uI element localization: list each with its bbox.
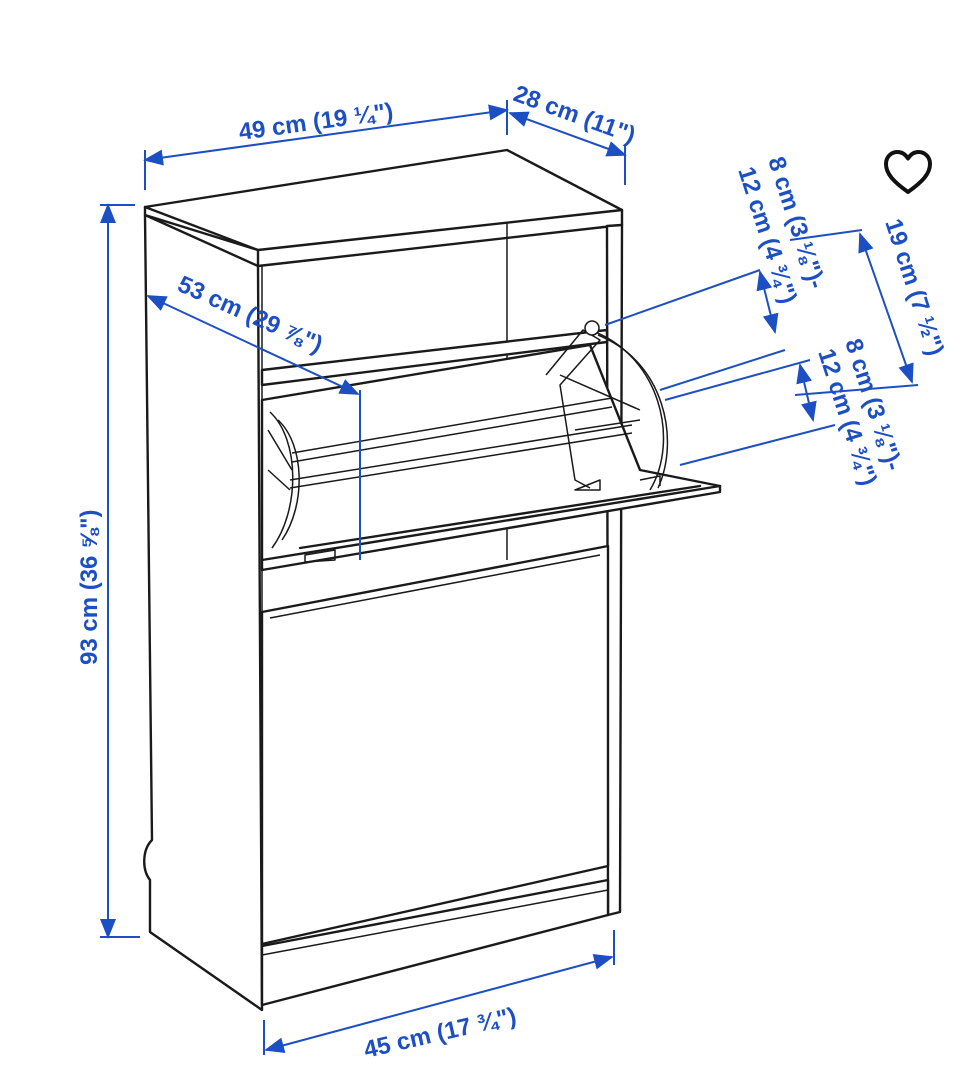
width-top-label: 49 cm (19 ¼") bbox=[237, 98, 395, 146]
width-bottom-label: 45 cm (17 ¾") bbox=[361, 1003, 519, 1064]
compartment-height-label: 19 cm (7 ½") bbox=[879, 216, 949, 360]
depth-top-label: 28 cm (11") bbox=[510, 80, 639, 149]
height-total-label: 93 cm (36 ⅝") bbox=[76, 510, 103, 665]
cabinet-line-art bbox=[143, 148, 722, 1012]
dimension-lines bbox=[100, 100, 919, 1055]
heart-icon bbox=[884, 150, 932, 194]
favorite-button[interactable] bbox=[880, 146, 936, 198]
